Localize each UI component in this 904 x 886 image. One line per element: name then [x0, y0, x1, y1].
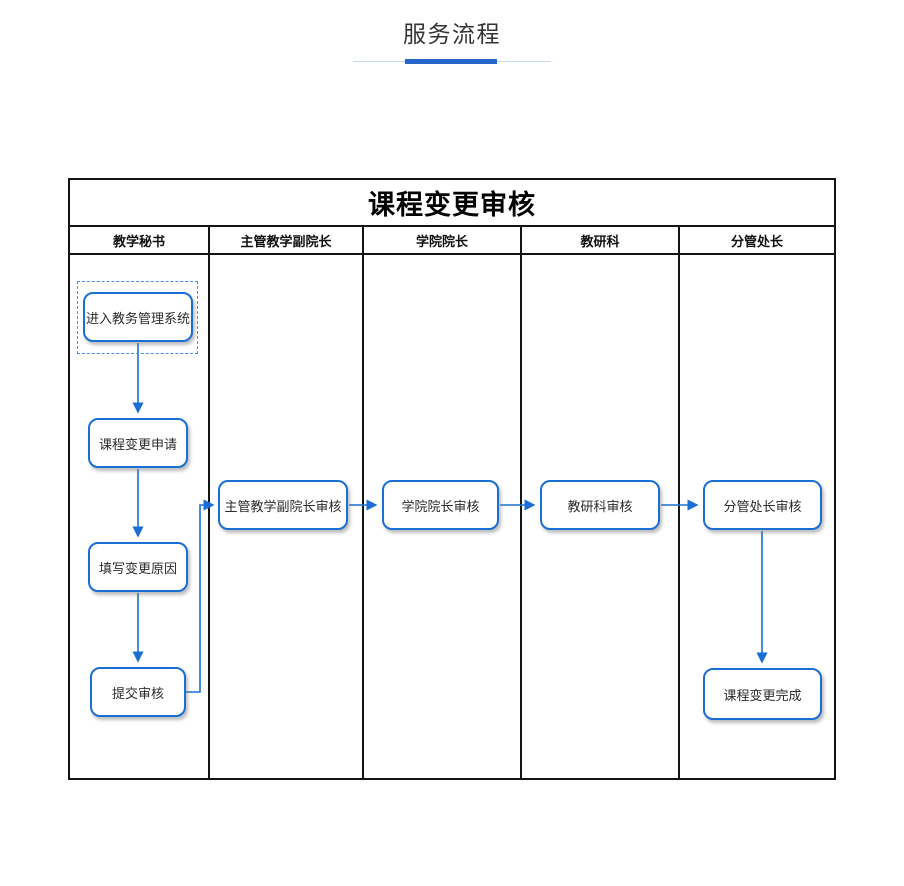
lane-header-row: 教学秘书 主管教学副院长 学院院长 教研科 分管处长 — [70, 227, 834, 255]
node-dean-review: 学院院长审核 — [382, 480, 499, 530]
divider-accent-bar — [405, 59, 497, 64]
flowchart-title: 课程变更审核 — [70, 180, 834, 227]
node-enter-system: 进入教务管理系统 — [83, 292, 193, 342]
node-change-request: 课程变更申请 — [88, 418, 188, 468]
node-director-review: 分管处长审核 — [703, 480, 822, 530]
node-vice-dean-review: 主管教学副院长审核 — [218, 480, 348, 530]
lane-divider-2 — [362, 255, 364, 778]
lane-divider-1 — [208, 255, 210, 778]
lane-divider-3 — [520, 255, 522, 778]
page-title: 服务流程 — [403, 21, 501, 47]
lane-divider-4 — [678, 255, 680, 778]
lane-header-vice-dean: 主管教学副院长 — [210, 227, 364, 253]
node-complete: 课程变更完成 — [703, 668, 822, 720]
title-divider — [353, 58, 551, 65]
lane-header-director: 分管处长 — [730, 233, 783, 249]
lane-header-college-dean: 学院院长 — [364, 227, 522, 253]
page-header: 服务流程 — [0, 0, 904, 65]
flowchart-body: 进入教务管理系统 课程变更申请 填写变更原因 提交审核 主管教学副院长审核 学院… — [70, 255, 834, 778]
selection-outline — [77, 281, 198, 354]
node-fill-reason: 填写变更原因 — [88, 542, 188, 592]
node-submit-review: 提交审核 — [90, 667, 186, 717]
node-teaching-research-review: 教研科审核 — [540, 480, 660, 530]
lane-header-teaching-secretary: 教学秘书 — [70, 227, 210, 253]
lane-header-teaching-research: 教研科 — [522, 227, 680, 253]
flowchart-table: 课程变更审核 教学秘书 主管教学副院长 学院院长 教研科 分管处长 — [68, 178, 836, 780]
